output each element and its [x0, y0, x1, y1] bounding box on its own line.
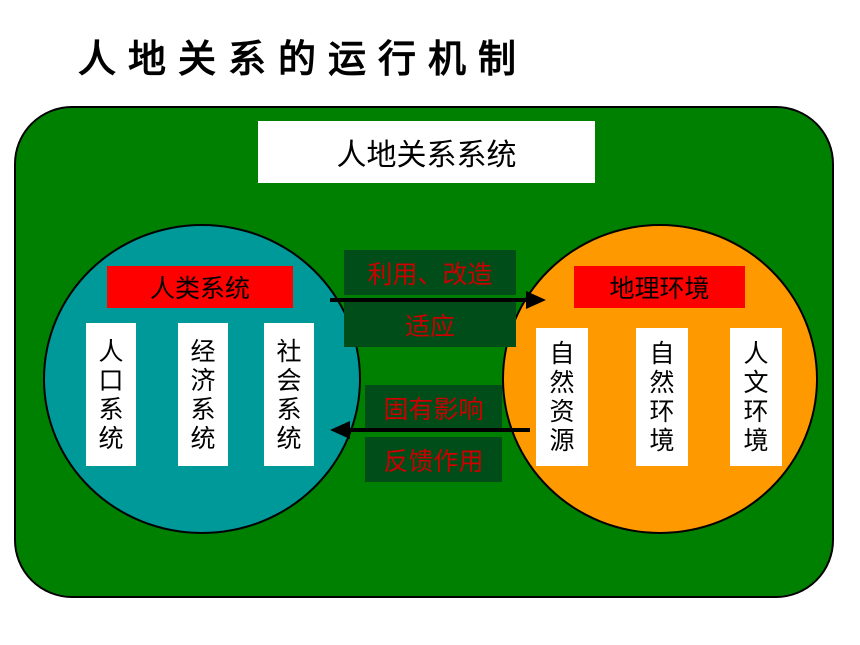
- inherent-influence-text: 固有影响: [383, 394, 484, 424]
- subsystem-natural-environment: 自然环境: [636, 328, 688, 466]
- system-title-box: 人地关系系统: [258, 121, 595, 183]
- subsystem-economy: 经济系统: [178, 323, 228, 466]
- adapt-box: 适应: [344, 302, 516, 347]
- use-transform-text: 利用、改造: [367, 259, 493, 289]
- feedback-box: 反馈作用: [365, 437, 502, 482]
- geo-environment-label: 地理环境: [574, 266, 745, 308]
- subsystem-population: 人口系统: [86, 323, 136, 466]
- adapt-text: 适应: [404, 311, 455, 341]
- arrow-left: [330, 421, 530, 439]
- subsystem-society: 社会系统: [264, 323, 314, 466]
- inherent-influence-box: 固有影响: [365, 385, 502, 430]
- page-title: 人地关系的运行机制: [78, 37, 529, 81]
- human-system-label: 人类系统: [107, 266, 293, 308]
- arrow-right: [330, 291, 546, 309]
- subsystem-natural-resources: 自然资源: [536, 328, 588, 466]
- subsystem-cultural-environment: 人文环境: [730, 328, 782, 466]
- system-title-text: 人地关系系统: [336, 138, 517, 173]
- feedback-text: 反馈作用: [383, 446, 484, 476]
- use-transform-box: 利用、改造: [344, 250, 516, 295]
